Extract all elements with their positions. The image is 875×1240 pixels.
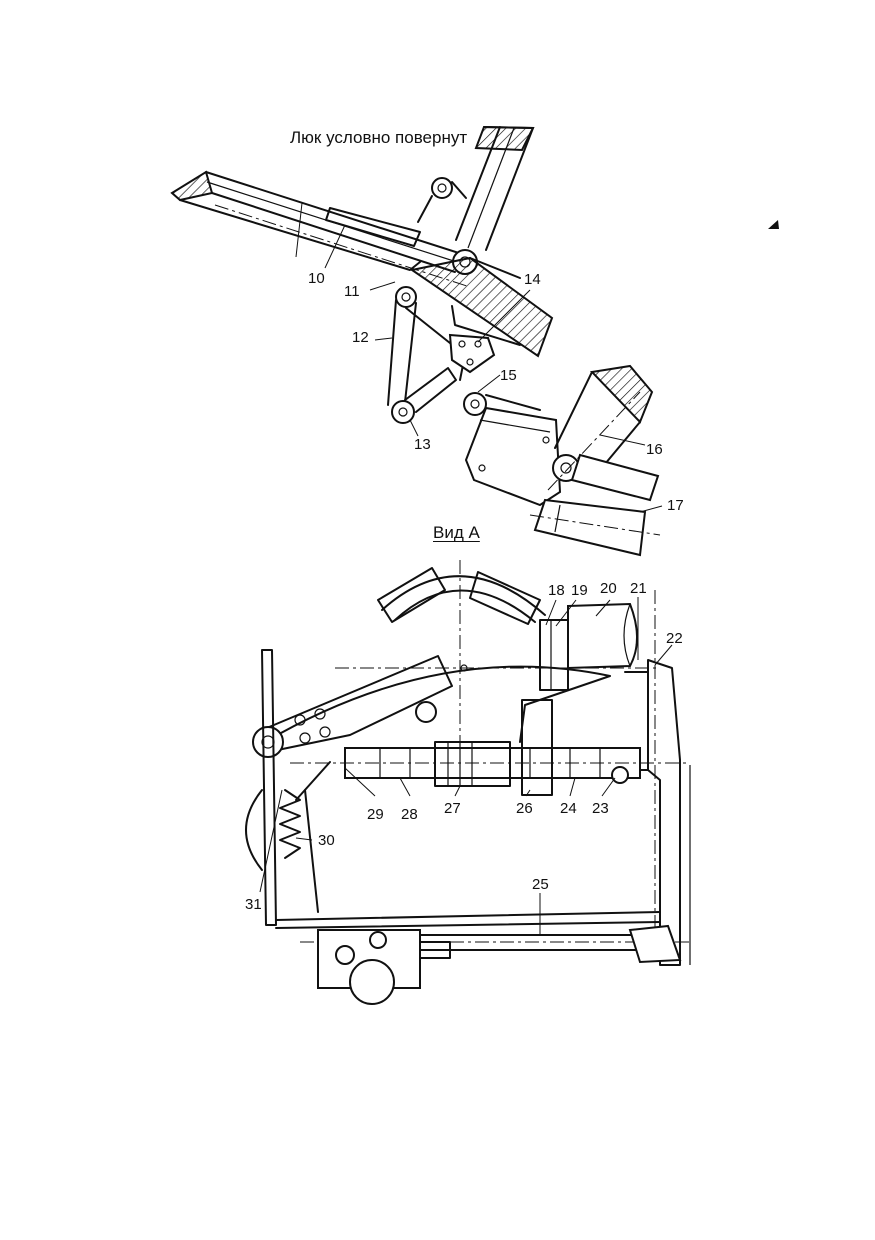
callout-17: 17 bbox=[667, 497, 684, 514]
callout-24: 24 bbox=[560, 800, 577, 817]
beam-rail-outer bbox=[205, 171, 466, 256]
spring-30 bbox=[279, 789, 301, 859]
callout-16: 16 bbox=[646, 441, 663, 458]
lower-pivot-13 bbox=[391, 400, 415, 424]
callout-31: 31 bbox=[245, 896, 262, 913]
drum-top bbox=[381, 575, 546, 616]
callout-11: 11 bbox=[344, 283, 360, 300]
upper-assembly bbox=[170, 125, 661, 557]
cylinder-upper bbox=[570, 453, 660, 502]
callout-22: 22 bbox=[666, 630, 683, 647]
arm-hub bbox=[252, 726, 284, 758]
right-coupling bbox=[628, 924, 682, 964]
callout-30: 30 bbox=[318, 832, 335, 849]
callout-20: 20 bbox=[600, 580, 617, 597]
callout-14: 14 bbox=[524, 271, 541, 288]
caption-hatch-rotated: Люк условно повернут bbox=[290, 128, 468, 147]
callout-25: 25 bbox=[532, 876, 549, 893]
callout-10: 10 bbox=[308, 270, 325, 287]
callout-26: 26 bbox=[516, 800, 533, 817]
gear-27 bbox=[434, 741, 511, 787]
callout-18: 18 bbox=[548, 582, 565, 599]
callout-13: 13 bbox=[414, 436, 431, 453]
deck-section bbox=[409, 256, 554, 358]
caption-view-a: Вид А bbox=[433, 523, 480, 542]
bottom-gearbox bbox=[317, 929, 421, 989]
roller-15 bbox=[463, 392, 487, 416]
beam-plate bbox=[325, 207, 421, 247]
callout-23: 23 bbox=[592, 800, 609, 817]
link-12 bbox=[387, 299, 417, 406]
left-post bbox=[261, 649, 277, 926]
callout-28: 28 bbox=[401, 806, 418, 823]
callout-21: 21 bbox=[630, 580, 647, 597]
lever-pivot-11 bbox=[395, 286, 417, 308]
flange-18-19 bbox=[539, 619, 569, 691]
callout-27: 27 bbox=[444, 800, 461, 817]
bracket-14 bbox=[448, 333, 496, 374]
arc-31 bbox=[245, 789, 263, 871]
view-a-assembly bbox=[245, 560, 691, 1005]
callout-19: 19 bbox=[571, 582, 588, 599]
callout-leaders bbox=[259, 224, 673, 935]
view-arrow-icon bbox=[768, 220, 779, 229]
callout-15: 15 bbox=[500, 367, 517, 384]
bearing-23 bbox=[611, 766, 629, 784]
arm-bolts bbox=[294, 708, 331, 744]
dome-16 bbox=[589, 364, 654, 424]
gearbox-body bbox=[464, 406, 562, 507]
callout-12: 12 bbox=[352, 329, 369, 346]
base-frame bbox=[275, 911, 661, 921]
disc-26 bbox=[521, 699, 553, 796]
drum-bracket-right bbox=[469, 571, 541, 625]
callout-29: 29 bbox=[367, 806, 384, 823]
hatch-beam bbox=[170, 170, 214, 202]
upper-hinge bbox=[431, 177, 453, 199]
drum-bracket-left bbox=[377, 567, 446, 623]
right-frame bbox=[647, 659, 681, 966]
cylinder-lower bbox=[533, 498, 647, 557]
